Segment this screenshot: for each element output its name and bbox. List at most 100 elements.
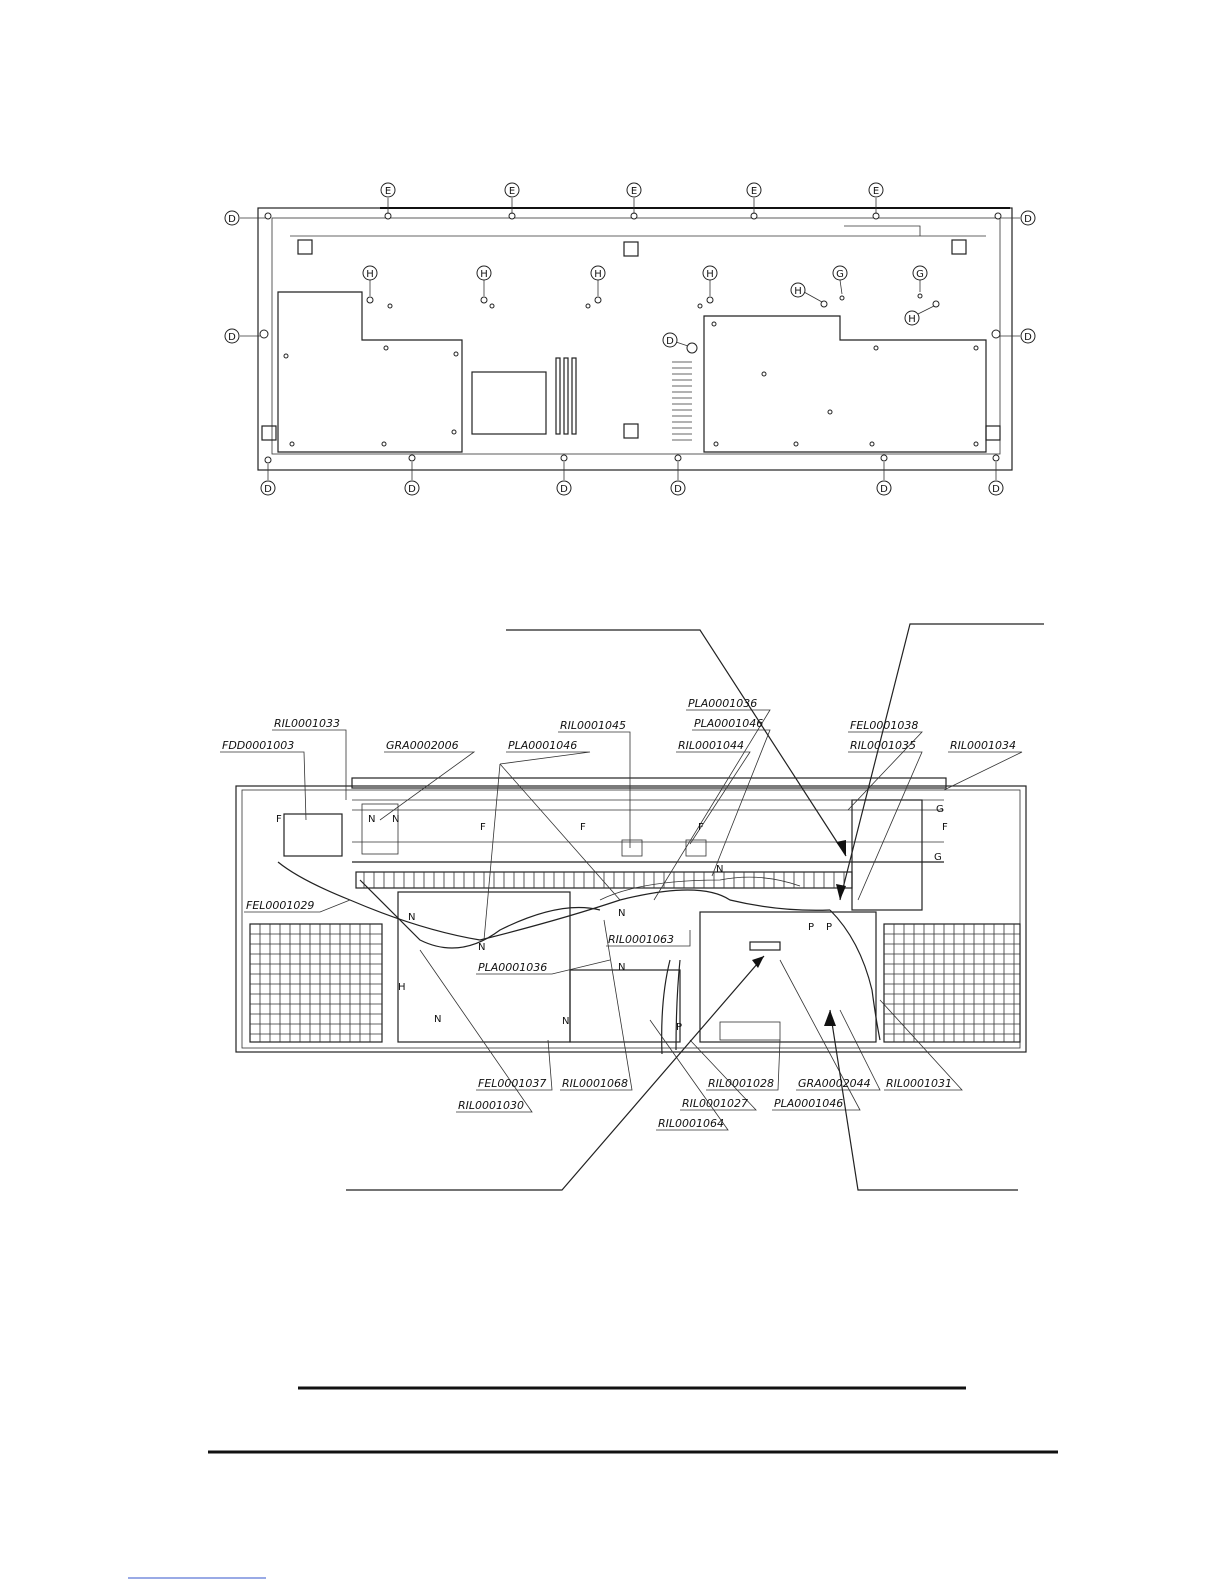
marker-d: D	[408, 484, 416, 495]
connector-block	[719, 1021, 781, 1041]
marker-f: F	[276, 814, 282, 825]
right-board	[699, 911, 877, 1043]
label-fel0001037: FEL0001037	[478, 1077, 546, 1090]
top-notch	[844, 225, 921, 236]
power-unit	[851, 799, 923, 911]
marker-e: E	[385, 186, 391, 197]
top-e-markers: E E E E E	[380, 182, 884, 214]
top-rail	[351, 777, 947, 789]
callout-lines	[346, 623, 1044, 1191]
marker-n: N	[562, 1016, 569, 1027]
label-ril0001044: RIL0001044	[678, 739, 744, 752]
bottom-housing-outer	[235, 785, 1027, 1053]
marker-p: P	[676, 1022, 682, 1033]
part-labels: RIL0001033 FDD0001003 GRA0002006 PLA0001…	[222, 697, 1016, 1130]
label-ril0001028: RIL0001028	[708, 1077, 774, 1090]
marker-g: G	[934, 852, 942, 863]
label-pla0001036: PLA0001036	[688, 697, 757, 710]
clip	[621, 839, 643, 857]
marker-f: F	[580, 822, 586, 833]
marker-n: N	[408, 912, 415, 923]
bottom-diagram: RIL0001033 FDD0001003 GRA0002006 PLA0001…	[220, 623, 1044, 1191]
foot	[623, 423, 639, 439]
foot	[623, 241, 639, 257]
cable	[359, 879, 601, 949]
foot	[951, 239, 967, 255]
marker-p: P	[826, 922, 832, 933]
label-pla0001046: PLA0001046	[694, 717, 763, 730]
right-plate	[703, 315, 987, 453]
top-housing-inner	[271, 217, 1001, 455]
marker-f: F	[698, 822, 704, 833]
top-screws	[259, 212, 1002, 464]
marker-h: H	[908, 314, 916, 325]
marker-d: D	[1024, 214, 1032, 225]
label-gra0002006: GRA0002006	[386, 739, 459, 752]
label-pla0001046: PLA0001046	[508, 739, 577, 752]
label-pla0001046: PLA0001046	[774, 1097, 843, 1110]
marker-h: H	[794, 286, 802, 297]
fdd-unit	[283, 813, 343, 857]
left-plate	[277, 291, 463, 453]
slot	[563, 357, 569, 435]
bottom-markers: F F F F F N N N N N N N N N P P P G G H	[276, 804, 948, 1033]
label-ril0001035: RIL0001035	[850, 739, 916, 752]
slot	[555, 357, 561, 435]
marker-g: G	[936, 804, 944, 815]
left-grille	[249, 923, 383, 1043]
marker-d: D	[880, 484, 888, 495]
cable	[675, 959, 681, 1051]
label-ril0001063: RIL0001063	[608, 933, 674, 946]
center-box	[471, 371, 547, 435]
marker-h: H	[366, 269, 374, 280]
marker-n: N	[618, 962, 625, 973]
marker-d: D	[674, 484, 682, 495]
marker-p: P	[808, 922, 814, 933]
terminal-row	[355, 871, 853, 889]
marker-d: D	[228, 332, 236, 343]
marker-n: N	[618, 908, 625, 919]
marker-h: H	[398, 982, 406, 993]
marker-n: N	[434, 1014, 441, 1025]
label-fel0001029: FEL0001029	[246, 899, 314, 912]
top-diagram: D D D D D D D D D D D E E	[224, 182, 1036, 496]
label-fdd0001003: FDD0001003	[222, 739, 294, 752]
top-g-markers: G G	[832, 265, 928, 295]
marker-h: H	[706, 269, 714, 280]
leader-lines	[220, 709, 1023, 1131]
connector	[749, 941, 781, 951]
top-h-markers: H H H H H H	[362, 265, 935, 326]
marker-n: N	[368, 814, 375, 825]
marker-h: H	[480, 269, 488, 280]
marker-f: F	[480, 822, 486, 833]
slot	[571, 357, 577, 435]
cable	[661, 959, 671, 1055]
marker-h: H	[594, 269, 602, 280]
label-ril0001030: RIL0001030	[458, 1099, 524, 1112]
label-ril0001045: RIL0001045	[560, 719, 626, 732]
marker-e: E	[751, 186, 757, 197]
marker-f: F	[942, 822, 948, 833]
marker-d: D	[228, 214, 236, 225]
label-pla0001036: PLA0001036	[478, 961, 547, 974]
cable	[829, 909, 881, 1041]
marker-e: E	[873, 186, 879, 197]
marker-e: E	[509, 186, 515, 197]
marker-n: N	[392, 814, 399, 825]
label-ril0001033: RIL0001033	[274, 717, 340, 730]
label-ril0001064: RIL0001064	[658, 1117, 724, 1130]
label-ril0001027: RIL0001027	[682, 1097, 748, 1110]
marker-d: D	[992, 484, 1000, 495]
marker-n: N	[716, 864, 723, 875]
foot	[985, 425, 1001, 441]
marker-d: D	[560, 484, 568, 495]
marker-d: D	[1024, 332, 1032, 343]
label-ril0001068: RIL0001068	[562, 1077, 628, 1090]
right-grille	[883, 923, 1021, 1043]
fdd-bracket	[361, 803, 399, 855]
marker-d: D	[264, 484, 272, 495]
top-d-markers: D D D D D D D D D D D	[224, 210, 1036, 496]
label-ril0001031: RIL0001031	[886, 1077, 952, 1090]
label-fel0001038: FEL0001038	[850, 719, 918, 732]
